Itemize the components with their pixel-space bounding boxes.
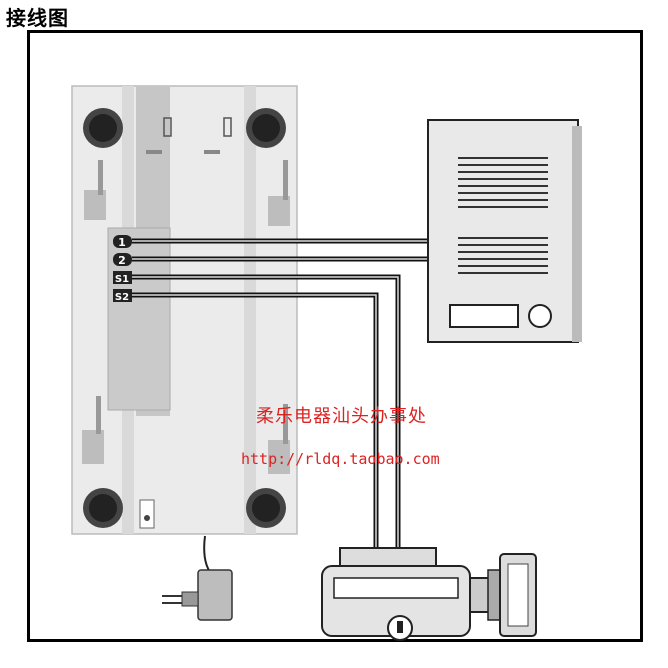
terminal-labels: 1 2 S1 S2 — [113, 235, 132, 303]
screw-hole-icon — [246, 488, 286, 528]
terminal-1-label: 1 — [118, 236, 126, 249]
screw-hole-icon — [83, 488, 123, 528]
microphone-grille — [458, 237, 548, 274]
page-title: 接线图 — [6, 6, 69, 30]
watermark-shop-name: 柔乐电器汕头办事处 — [256, 406, 427, 427]
terminal-2-label: 2 — [118, 254, 126, 267]
electric-lock-icon — [321, 547, 537, 641]
name-plate — [449, 304, 519, 328]
screw-hole-icon — [246, 108, 286, 148]
outdoor-door-station — [427, 119, 582, 343]
screw-hole-icon — [83, 108, 123, 148]
watermark-url[interactable]: http://rldq.taobao.com — [241, 450, 440, 468]
power-adapter-icon — [162, 535, 233, 621]
wires — [132, 238, 428, 550]
terminal-s2-label: S2 — [115, 292, 129, 303]
terminal-s1-label: S1 — [115, 274, 129, 285]
speaker-grille — [458, 157, 548, 208]
call-button-icon — [528, 304, 552, 328]
